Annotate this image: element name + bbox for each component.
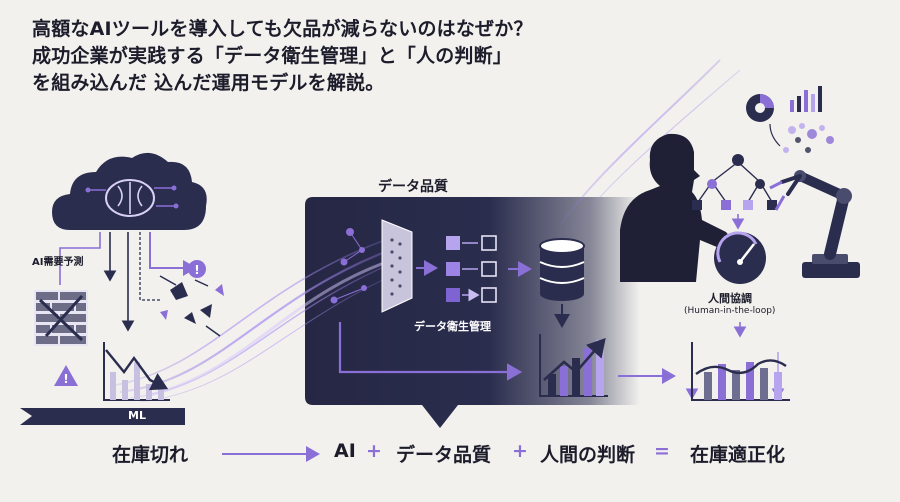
- headline-line-1: 高額なAIツールを導入しても欠品が減らないのはなぜか？: [32, 18, 533, 40]
- rising-chart: [539, 334, 676, 397]
- equation-optimized: 在庫適正化: [690, 444, 786, 466]
- human-silhouette: [620, 133, 736, 282]
- svg-text:!: !: [194, 263, 199, 277]
- equation-equals: =: [654, 440, 670, 462]
- robot-arm-icon: [769, 170, 860, 278]
- svg-text:!: !: [63, 372, 68, 386]
- alert-circle-icon: !: [188, 260, 206, 278]
- brain-cloud-icon: [52, 152, 207, 230]
- brick-wall-icon: [34, 290, 88, 346]
- headline-line-2: 成功企業が実践する「データ衛生管理」と「人の判断」: [32, 45, 513, 67]
- decision-tree: [692, 154, 777, 230]
- data-hygiene-label: データ衛生管理: [414, 320, 491, 333]
- equation-stockout: 在庫切れ: [112, 444, 189, 466]
- filter-icon: [330, 219, 438, 313]
- ai-forecast-label: AI需要予測: [32, 257, 84, 268]
- debris: [159, 275, 224, 337]
- declining-chart: [103, 342, 170, 401]
- optimized-chart: [691, 342, 790, 401]
- warning-icon: !: [54, 365, 78, 386]
- headline-line-3: を組み込んだ 込んだ運用モデルを解説。: [32, 72, 385, 94]
- ml-ribbon: [20, 408, 185, 425]
- flow-arrow: [338, 322, 523, 381]
- equation-ai: AI: [334, 440, 356, 462]
- equation-data-quality: データ品質: [396, 444, 492, 466]
- equation-plus-2: +: [512, 440, 528, 462]
- database-icon: [539, 238, 585, 328]
- human-in-loop-label: (Human-in-the-loop): [684, 306, 776, 316]
- equation-plus-1: +: [366, 440, 382, 462]
- equation-human-judgment: 人間の判断: [540, 444, 636, 466]
- checklist: [446, 235, 532, 302]
- gauge-icon: [714, 231, 766, 284]
- analytics-cluster: [746, 86, 834, 153]
- data-stream: [109, 59, 741, 403]
- ml-label: ML: [128, 409, 146, 422]
- headline: 高額なAIツールを導入しても欠品が減らないのはなぜか？ 成功企業が実践する「デー…: [32, 16, 533, 97]
- forecast-connectors: [59, 232, 197, 332]
- human-collab-label: 人間協調: [708, 292, 752, 305]
- data-quality-label: データ品質: [378, 179, 448, 195]
